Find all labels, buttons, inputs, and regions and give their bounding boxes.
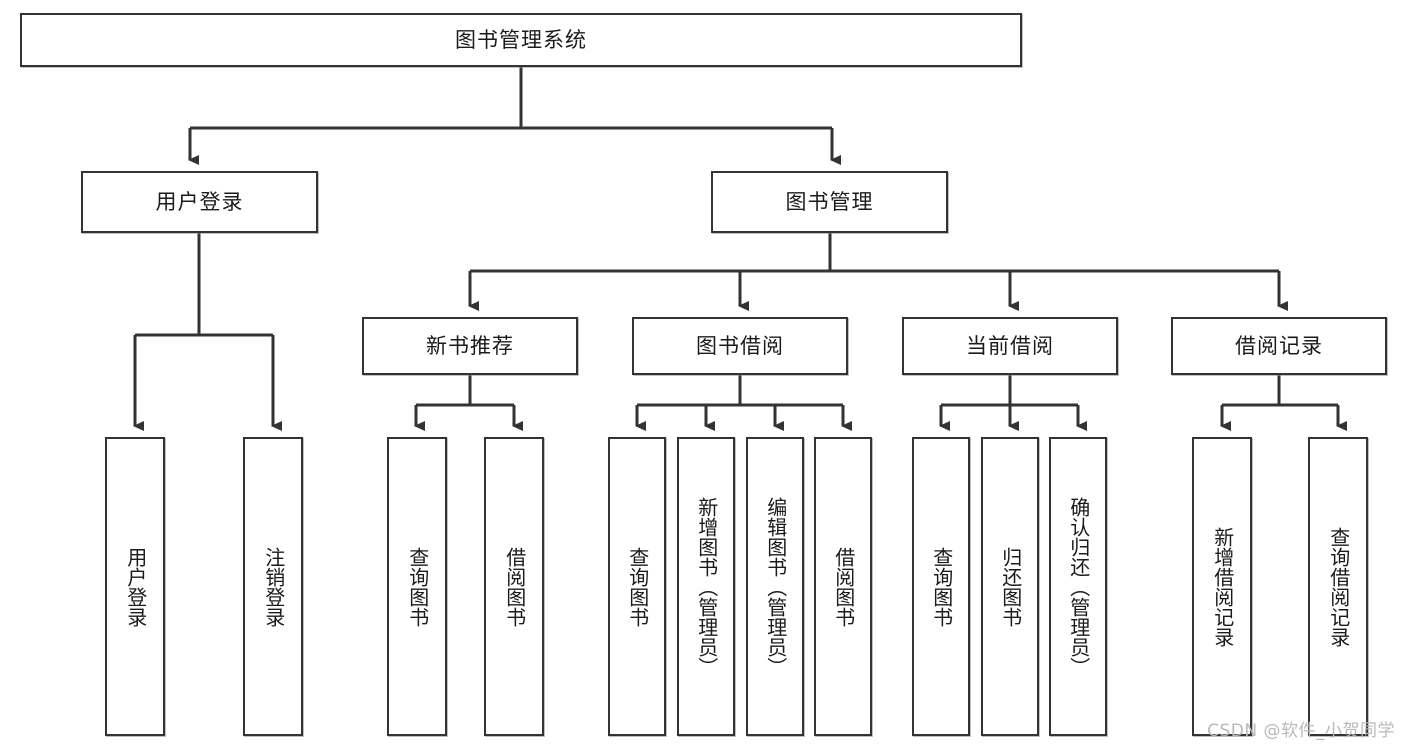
node-leaf-rec-borrow-label: 借阅图书 <box>502 546 527 627</box>
node-leaf-user-login-label: 用户登录 <box>123 546 148 627</box>
node-leaf-record-add[interactable]: 新增借阅记录 <box>1192 437 1252 736</box>
node-leaf-current-query[interactable]: 查询图书 <box>912 437 970 736</box>
node-leaf-rec-query-label: 查询图书 <box>405 546 430 627</box>
node-leaf-borrow-edit-label: 编辑图书（管理员） <box>763 496 788 677</box>
node-leaf-current-return[interactable]: 归还图书 <box>981 437 1039 736</box>
node-user-login-label: 用户登录 <box>155 189 244 214</box>
node-leaf-record-query[interactable]: 查询借阅记录 <box>1308 437 1368 736</box>
node-book-manage-label: 图书管理 <box>785 189 874 214</box>
node-leaf-current-confirm[interactable]: 确认归还（管理员） <box>1049 437 1107 736</box>
node-book-borrow[interactable]: 图书借阅 <box>632 317 848 375</box>
node-new-book-recommend-label: 新书推荐 <box>426 333 514 358</box>
node-leaf-borrow-query-label: 查询图书 <box>625 546 650 627</box>
node-borrow-record[interactable]: 借阅记录 <box>1171 317 1387 375</box>
node-leaf-borrow-edit[interactable]: 编辑图书（管理员） <box>746 437 804 736</box>
node-new-book-recommend[interactable]: 新书推荐 <box>362 317 578 375</box>
node-current-borrow[interactable]: 当前借阅 <box>902 317 1118 375</box>
node-book-manage[interactable]: 图书管理 <box>711 171 948 233</box>
node-leaf-borrow-lend[interactable]: 借阅图书 <box>814 437 872 736</box>
node-leaf-current-query-label: 查询图书 <box>929 546 954 627</box>
node-leaf-current-return-label: 归还图书 <box>998 546 1023 627</box>
node-leaf-user-logout[interactable]: 注销登录 <box>243 437 303 736</box>
node-book-borrow-label: 图书借阅 <box>696 333 784 358</box>
node-leaf-user-login[interactable]: 用户登录 <box>105 437 165 736</box>
node-leaf-borrow-add[interactable]: 新增图书（管理员） <box>677 437 735 736</box>
node-current-borrow-label: 当前借阅 <box>966 333 1054 358</box>
node-leaf-record-add-label: 新增借阅记录 <box>1210 526 1235 647</box>
node-user-login[interactable]: 用户登录 <box>81 171 318 233</box>
node-leaf-current-confirm-label: 确认归还（管理员） <box>1066 496 1091 677</box>
node-leaf-borrow-query[interactable]: 查询图书 <box>608 437 666 736</box>
csdn-watermark: CSDN @软件_小贺同学 <box>1207 721 1395 741</box>
node-root-label: 图书管理系统 <box>455 27 587 52</box>
node-leaf-record-query-label: 查询借阅记录 <box>1326 526 1351 647</box>
node-borrow-record-label: 借阅记录 <box>1235 333 1323 358</box>
node-leaf-borrow-lend-label: 借阅图书 <box>831 546 856 627</box>
node-leaf-rec-query[interactable]: 查询图书 <box>387 437 447 736</box>
node-leaf-borrow-add-label: 新增图书（管理员） <box>694 496 719 677</box>
node-leaf-user-logout-label: 注销登录 <box>261 546 286 627</box>
node-root[interactable]: 图书管理系统 <box>20 13 1022 67</box>
node-leaf-rec-borrow[interactable]: 借阅图书 <box>484 437 544 736</box>
